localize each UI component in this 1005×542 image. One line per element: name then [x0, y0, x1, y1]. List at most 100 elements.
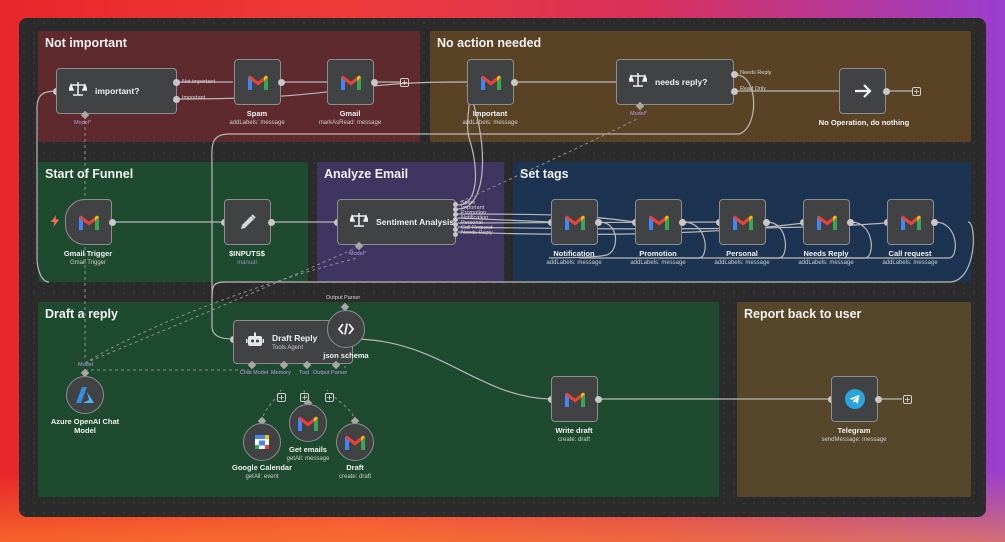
output-handle[interactable]: [453, 222, 458, 227]
important-label-node[interactable]: [467, 59, 514, 105]
port-label-model: Model: [78, 362, 93, 368]
write-draft-node[interactable]: [551, 376, 598, 422]
sentiment-analysis-node[interactable]: Sentiment Analysis: [337, 199, 456, 245]
node-title: Google Calendar: [231, 463, 292, 472]
gmail-icon: [732, 215, 753, 230]
output-handle[interactable]: [278, 79, 285, 86]
group-title: Report back to user: [744, 307, 862, 321]
gmail-icon: [564, 215, 585, 230]
google-calendar-icon: [255, 435, 269, 449]
model-port-label: Model*: [74, 120, 92, 126]
add-node-button[interactable]: +: [400, 78, 409, 87]
output-handle[interactable]: [595, 219, 602, 226]
output-handle[interactable]: [875, 396, 882, 403]
spam-node[interactable]: [234, 59, 281, 105]
add-memory-button[interactable]: +: [277, 393, 286, 402]
get-emails-node[interactable]: [289, 404, 327, 442]
port-label-memory: Memory: [271, 370, 291, 376]
needs-reply-classifier-node[interactable]: needs reply?: [616, 59, 734, 105]
gmail-icon: [247, 75, 268, 90]
scale-icon: [67, 81, 89, 102]
output-handle[interactable]: [453, 227, 458, 232]
output-label-important: Important: [461, 205, 485, 211]
output-handle[interactable]: [453, 212, 458, 217]
add-output-parser-button[interactable]: +: [325, 393, 334, 402]
output-handle[interactable]: [731, 88, 738, 95]
call-request-tag-node[interactable]: [887, 199, 934, 245]
node-subtitle: getAll: message: [286, 456, 330, 462]
output-handle[interactable]: [173, 96, 180, 103]
inputs-set-node[interactable]: [224, 199, 271, 245]
notification-tag-node[interactable]: [551, 199, 598, 245]
output-handle[interactable]: [731, 71, 738, 78]
output-label-spam: Spam: [461, 200, 476, 206]
node-title: $INPUTS$: [229, 249, 265, 258]
node-title: Write draft: [555, 426, 593, 435]
gmail-icon: [345, 435, 365, 450]
node-title: Spam: [246, 109, 268, 118]
output-handle[interactable]: [453, 232, 458, 237]
output-handle[interactable]: [511, 79, 518, 86]
output-handle[interactable]: [595, 396, 602, 403]
output-handle[interactable]: [931, 219, 938, 226]
node-subtitle: create: draft: [338, 474, 371, 480]
output-handle[interactable]: [453, 217, 458, 222]
workflow-canvas[interactable]: Not important No action needed Start of …: [19, 18, 986, 517]
output-handle[interactable]: [173, 79, 180, 86]
add-node-button[interactable]: +: [912, 87, 921, 96]
lightning-icon: [51, 214, 59, 232]
gmail-icon: [648, 215, 669, 230]
group-title: Analyze Email: [324, 167, 409, 181]
telegram-node[interactable]: [831, 376, 878, 422]
output-handle[interactable]: [371, 79, 378, 86]
output-handle[interactable]: [763, 219, 770, 226]
node-title: needs reply?: [655, 77, 708, 87]
group-title: Start of Funnel: [45, 167, 134, 181]
output-label-important: Important: [182, 95, 206, 101]
output-label-not-important: Not important: [182, 79, 216, 85]
node-subtitle: addLabels: message: [714, 260, 770, 266]
output-handle[interactable]: [453, 202, 458, 207]
group-title: Not important: [45, 36, 127, 50]
gmail-trigger-node[interactable]: [65, 199, 112, 245]
node-subtitle: getAll: event: [245, 474, 279, 480]
model-port-label: Model*: [349, 251, 367, 257]
draft-tool-node[interactable]: [336, 423, 374, 461]
node-title: Sentiment Analysis: [376, 217, 455, 227]
output-label-personal: Personal: [461, 220, 483, 226]
gmail-icon: [564, 392, 585, 407]
port-label-output-parser: Output Parser: [326, 295, 361, 301]
important-classifier-node[interactable]: important?: [56, 68, 177, 114]
node-subtitle: manual: [237, 260, 257, 266]
promotion-tag-node[interactable]: [635, 199, 682, 245]
needs-reply-tag-node[interactable]: [803, 199, 850, 245]
gmail-mark-read-node[interactable]: [327, 59, 374, 105]
node-title: Gmail: [339, 109, 361, 118]
add-node-button[interactable]: +: [903, 395, 912, 404]
output-handle[interactable]: [847, 219, 854, 226]
node-subtitle: addLabels: message: [630, 260, 686, 266]
node-title: Notification: [553, 249, 595, 258]
node-subtitle: Tools Agent: [272, 345, 304, 351]
output-handle[interactable]: [883, 88, 890, 95]
gmail-icon: [900, 215, 921, 230]
node-title: Get emails: [289, 445, 327, 454]
output-handle[interactable]: [679, 219, 686, 226]
node-title: Draft Reply: [272, 333, 318, 343]
no-operation-node[interactable]: [839, 68, 886, 114]
group-title: Set tags: [520, 167, 569, 181]
output-handle[interactable]: [268, 219, 275, 226]
node-subtitle: addLabels: message: [798, 260, 854, 266]
node-subtitle: markAsRead: message: [318, 120, 382, 126]
output-handle[interactable]: [109, 219, 116, 226]
json-schema-node[interactable]: [327, 310, 365, 348]
output-label-read-only: Read Only: [740, 86, 766, 92]
node-subtitle: addLabels: message: [462, 120, 518, 126]
personal-tag-node[interactable]: [719, 199, 766, 245]
output-handle[interactable]: [453, 207, 458, 212]
azure-openai-chat-model-node[interactable]: [66, 376, 104, 414]
google-calendar-node[interactable]: [243, 423, 281, 461]
node-title: Gmail Trigger: [63, 249, 113, 258]
scale-icon: [627, 72, 649, 93]
node-title: Azure OpenAI Chat Model: [45, 417, 125, 435]
